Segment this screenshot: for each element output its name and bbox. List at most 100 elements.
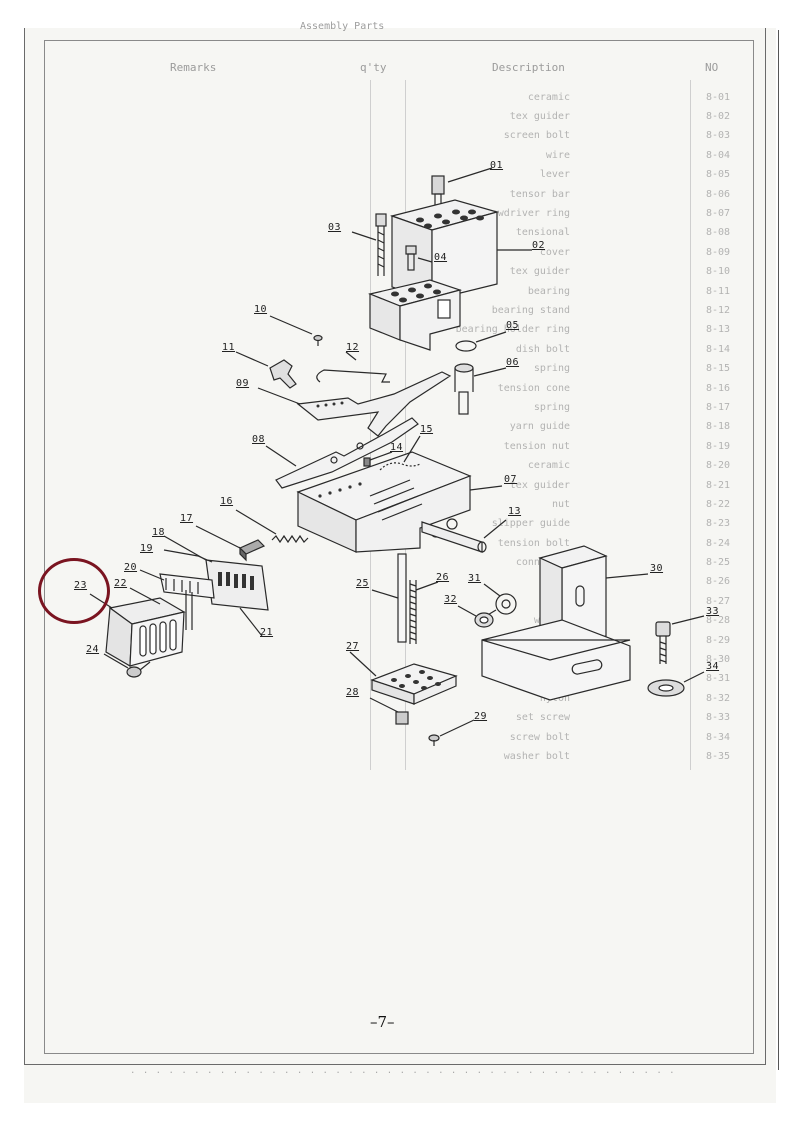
ghost-table-title: Assembly Parts: [300, 21, 385, 32]
ghost-row-description: cover: [539, 246, 570, 258]
ghost-row-number: 8-01: [706, 91, 731, 103]
highlight-circle-callout-23: [38, 558, 110, 624]
ghost-row-description: ceramic: [527, 91, 570, 103]
ghost-row-description: spring: [533, 363, 570, 375]
ghost-header-qty: q'ty: [360, 61, 387, 74]
part-14-pin: [363, 451, 393, 467]
ghost-row-number: 8-19: [706, 440, 731, 452]
callout-31: 31: [468, 573, 482, 584]
part-02-block: [389, 199, 532, 301]
ghost-row-number: 8-32: [706, 692, 731, 704]
ghost-row-number: 8-05: [706, 169, 731, 181]
ghost-row-description: tex guider: [509, 111, 570, 123]
part-20-plate: [139, 569, 215, 630]
callout-08: 08: [252, 434, 266, 445]
callout-07: 07: [504, 474, 518, 485]
callout-29: 29: [474, 711, 488, 722]
part-32-nut: [457, 605, 494, 628]
page-border-outer: [24, 28, 766, 1065]
ghost-row-number: 8-34: [706, 731, 731, 743]
callout-27: 27: [346, 641, 360, 652]
ghost-row-number: 8-08: [706, 227, 731, 239]
ghost-header-no: NO: [705, 61, 719, 74]
part-13-pin: [421, 519, 507, 553]
callout-19: 19: [140, 543, 154, 554]
callout-03: 03: [328, 222, 342, 233]
ghost-row-description: yarn guide: [509, 421, 570, 433]
callout-26: 26: [436, 572, 450, 583]
ghost-row-number: 8-03: [706, 130, 731, 142]
callout-10: 10: [254, 304, 268, 315]
ghost-row-number: 8-13: [706, 324, 731, 336]
part-19-pin: [163, 549, 213, 563]
ghost-row-number: 8-12: [706, 304, 731, 316]
part-26-rod: [409, 580, 439, 644]
part-12-wire: [316, 351, 390, 383]
ghost-header-description: Description: [492, 61, 565, 74]
ghost-row-description: tex guider: [509, 266, 570, 278]
callout-28: 28: [346, 687, 360, 698]
part-21-plate: [205, 559, 269, 637]
callout-01: 01: [490, 160, 504, 171]
ghost-row-number: 8-28: [706, 615, 731, 627]
part-03-bolt: [351, 213, 387, 276]
ghost-row-number: 8-09: [706, 246, 731, 258]
callout-06: 06: [506, 357, 520, 368]
part-33-screw: [655, 615, 705, 664]
ghost-row-number: 8-25: [706, 557, 731, 569]
ghost-row-description: dish bolt: [515, 343, 570, 355]
ghost-row-description: tension cone: [497, 382, 570, 394]
callout-13: 13: [508, 506, 522, 517]
ghost-row-description: bearing holder ring: [455, 324, 570, 336]
part-06-sleeve: [454, 363, 507, 415]
callout-17: 17: [180, 513, 194, 524]
part-23-guide: [89, 587, 186, 668]
ghost-row-number: 8-02: [706, 111, 731, 123]
ghost-row-description: set screw: [515, 712, 570, 724]
ghost-row-number: 8-24: [706, 537, 731, 549]
callout-09: 09: [236, 378, 250, 389]
ghost-row-number: 8-10: [706, 266, 731, 278]
ghost-row-number: 8-11: [706, 285, 731, 297]
callout-14: 14: [390, 442, 404, 453]
callout-15: 15: [420, 424, 434, 435]
callout-11: 11: [222, 342, 236, 353]
callout-16: 16: [220, 496, 234, 507]
page-border-inner: [44, 40, 754, 1054]
part-10-screw: [269, 315, 323, 346]
callout-02: 02: [532, 240, 546, 251]
callout-20: 20: [124, 562, 138, 573]
ghost-row-number: 8-14: [706, 343, 731, 355]
part-07-main-body: [296, 451, 503, 553]
part-17-block: [195, 525, 266, 562]
ghost-row-number: 8-15: [706, 363, 731, 375]
callout-34: 34: [706, 661, 720, 672]
ghost-row-description: nut: [551, 498, 570, 510]
binding-edge: [778, 30, 779, 1070]
ghost-row-number: 8-06: [706, 188, 731, 200]
ghost-row-number: 8-26: [706, 576, 731, 588]
page-number: –7–: [370, 1013, 395, 1031]
callout-05: 05: [506, 320, 520, 331]
ghost-row-number: 8-20: [706, 460, 731, 472]
callout-25: 25: [356, 578, 370, 589]
ghost-row-description: tensional: [515, 227, 570, 239]
ghost-row-description: lever: [539, 169, 570, 181]
ghost-row-description: washer bolt: [503, 750, 570, 762]
ghost-row-number: 8-17: [706, 401, 731, 413]
part-05-ring: [455, 331, 507, 352]
part-08-tensor-bar: [265, 417, 419, 489]
part-09-lever: [257, 371, 452, 437]
callout-22: 22: [114, 578, 128, 589]
ghost-row-number: 8-21: [706, 479, 731, 491]
part-base-plate: [368, 279, 463, 351]
ghost-row-description: tension nut: [503, 440, 570, 452]
ghost-row-number: 8-27: [706, 595, 731, 607]
part-28-fitting: [369, 697, 409, 725]
callout-33: 33: [706, 606, 720, 617]
ghost-rule: [690, 80, 691, 770]
ghost-row-description: tex guider: [509, 479, 570, 491]
ghost-row-number: 8-35: [706, 750, 731, 762]
